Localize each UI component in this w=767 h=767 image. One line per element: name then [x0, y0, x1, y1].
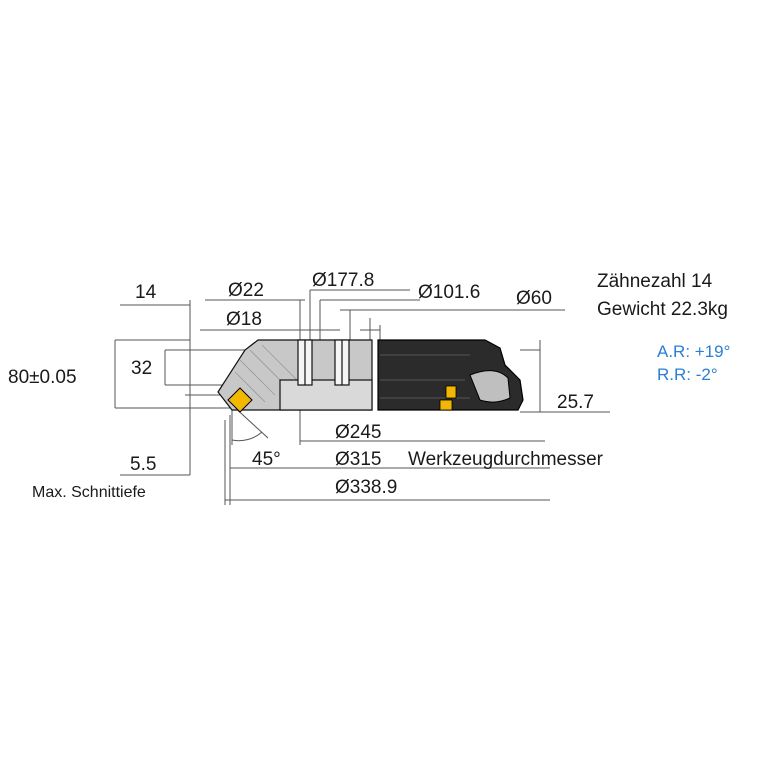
chip-pocket	[469, 370, 511, 403]
labels: 14 Ø22 Ø18 Ø177.8 Ø101.6 Ø60 80±0.05 32 …	[8, 270, 730, 501]
dim-32: 32	[131, 358, 152, 379]
dim-d18: Ø18	[226, 309, 262, 330]
cutter-body	[217, 339, 524, 413]
insert-right-2	[439, 399, 453, 411]
dim-d60: Ø60	[516, 288, 552, 309]
dim-d315: Ø315	[335, 449, 381, 470]
dim-d338: Ø338.9	[335, 477, 397, 498]
insert-left	[227, 387, 253, 413]
dim-25-7: 25.7	[557, 392, 594, 413]
label-werkzeug: Werkzeugdurchmesser	[408, 449, 604, 470]
dim-d22: Ø22	[228, 280, 264, 301]
bore-area	[279, 379, 373, 411]
dim-d245: Ø245	[335, 422, 381, 443]
label-maxcut: Max. Schnittiefe	[32, 484, 146, 501]
info-rr: R.R: -2°	[657, 365, 718, 384]
info-ar: A.R: +19°	[657, 342, 730, 361]
info-teeth: Zähnezahl 14	[597, 271, 713, 292]
info-weight: Gewicht 22.3kg	[597, 299, 728, 320]
dim-d101: Ø101.6	[418, 282, 480, 303]
dim-5-5: 5.5	[130, 454, 156, 475]
insert-right	[445, 385, 457, 399]
dimension-lines	[114, 289, 610, 505]
dim-d177: Ø177.8	[312, 270, 374, 291]
dim-80: 80±0.05	[8, 367, 77, 388]
dim-14: 14	[135, 282, 157, 303]
dim-45: 45°	[252, 449, 281, 470]
hatch-pattern	[234, 344, 301, 403]
